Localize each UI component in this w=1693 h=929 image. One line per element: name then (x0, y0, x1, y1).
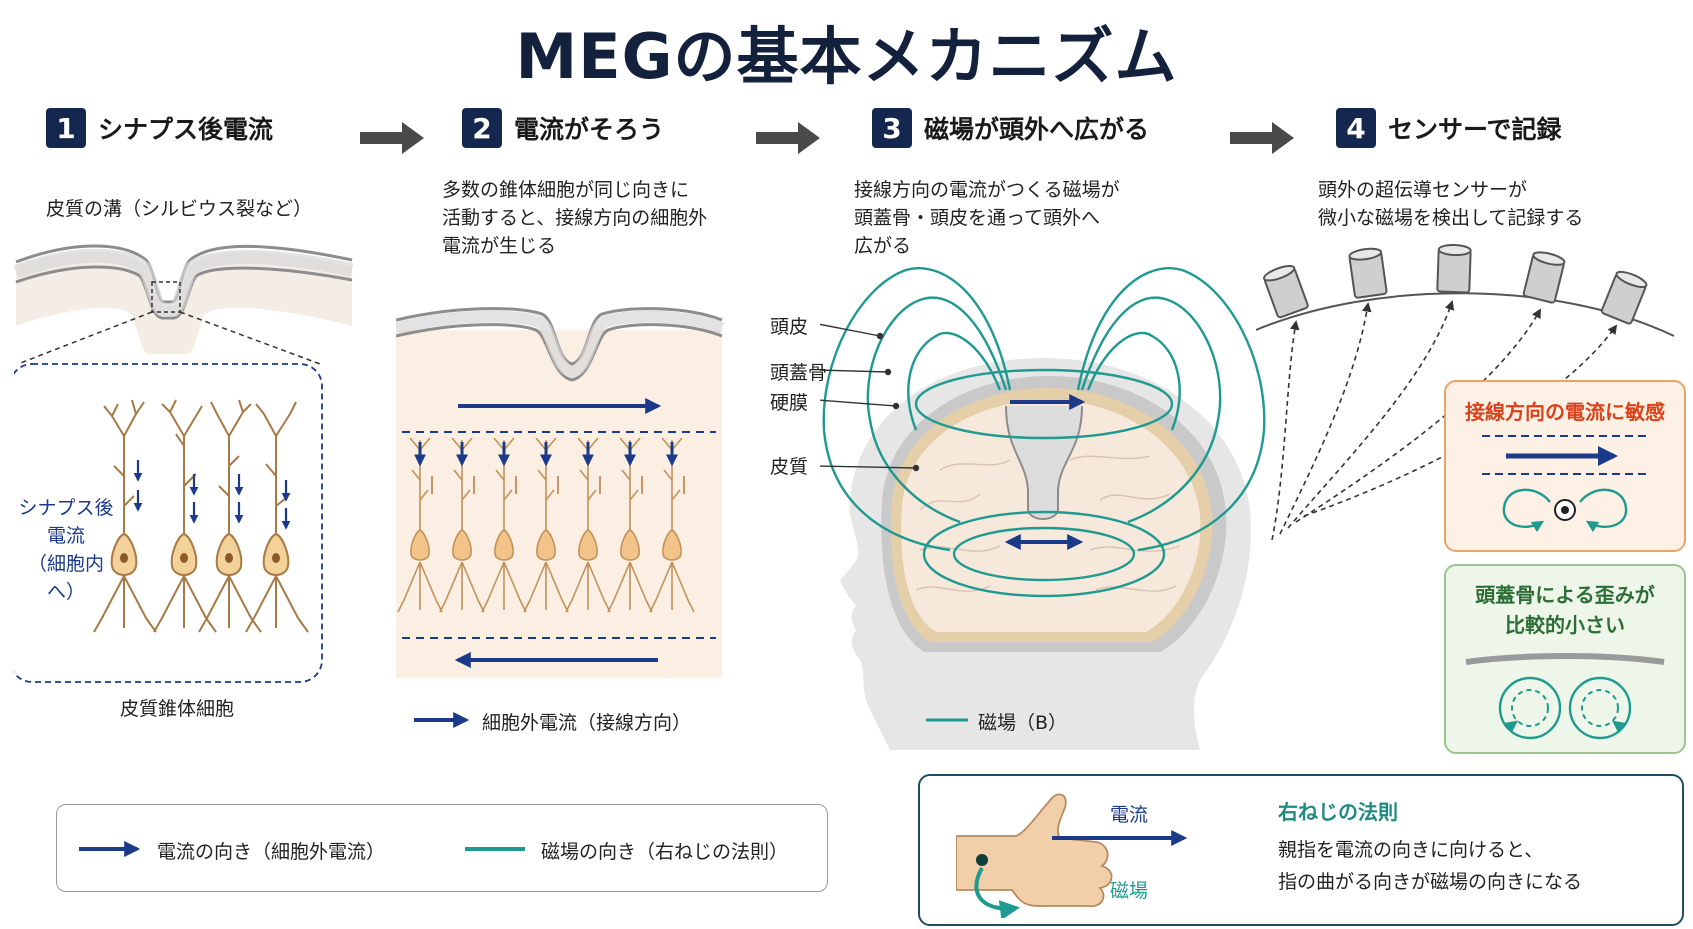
step-3-description: 接線方向の電流がつくる磁場が 頭蓋骨・頭皮を通って頭外へ 広がる (854, 176, 1120, 260)
pyramidal-neuron (607, 437, 653, 613)
bottom-legend: 電流の向き（細胞外電流） 磁場の向き（右ねじの法則） (56, 804, 828, 892)
step-4-badge: 4 (1336, 108, 1376, 148)
hand-illustration (956, 793, 1188, 918)
step-2-diagram (396, 307, 725, 678)
step-1-inset-label: シナプス後 電流 （細胞内へ） (16, 494, 116, 606)
right-hand-rule-box: 電流 磁場 右ねじの法則 親指を電流の向きに向けると、 指の曲がる向きが磁場の向… (918, 774, 1684, 926)
step-3-title: 磁場が頭外へ広がる (924, 115, 1150, 144)
step-2-description: 多数の錐体細胞が同じ向きに 活動すると、接線方向の細胞外 電流が生じる (442, 176, 707, 260)
step-2-title: 電流がそろう (514, 115, 665, 144)
rule-description: 親指を電流の向きに向けると、 指の曲がる向きが磁場の向きになる (1278, 834, 1582, 898)
legend-current-arrow (79, 841, 141, 857)
step-2-badge: 2 (462, 108, 502, 148)
step-3-legend-label: 磁場（B） (978, 712, 1068, 734)
rule-field-label: 磁場 (1110, 880, 1149, 902)
step-1-caption: 皮質錐体細胞 (120, 698, 235, 720)
inset-label-line-2: 電流 (46, 525, 85, 547)
layer-label-skull: 頭蓋骨 (770, 362, 828, 384)
page-title: MEGの基本メカニズム (515, 20, 1178, 93)
sensitivity-box-illustration (1482, 435, 1646, 533)
sensor-array (1256, 243, 1675, 541)
step-arrow-3 (1230, 122, 1294, 154)
layer-label-dura: 硬膜 (770, 392, 809, 414)
step-4-header: 4 センサーで記録 (1336, 108, 1562, 148)
step-1-diagram (14, 244, 354, 683)
step-3-head-diagram (820, 267, 1266, 750)
step-2-desc-line-2: 活動すると、接線方向の細胞外 (442, 207, 708, 229)
pyramidal-neuron (439, 437, 485, 613)
step-4-desc-line-1: 頭外の超伝導センサーが (1318, 179, 1528, 201)
step-2-desc-line-3: 電流が生じる (442, 235, 557, 257)
step-2-desc-line-1: 多数の錐体細胞が同じ向きに (442, 179, 690, 201)
step-3-badge: 3 (872, 108, 912, 148)
step-1-badge: 1 (46, 108, 86, 148)
layer-label-cortex: 皮質 (770, 456, 809, 478)
step-3-header: 3 磁場が頭外へ広がる (872, 108, 1149, 148)
skull-box-line-2: 比較的小さい (1505, 613, 1625, 637)
step-1-subtitle: 皮質の溝（シルビウス裂など） (46, 198, 313, 220)
skull-distortion-box: 頭蓋骨による歪みが 比較的小さい (1444, 564, 1686, 754)
layer-label-scalp: 頭皮 (770, 316, 809, 338)
skull-distortion-box-title: 頭蓋骨による歪みが 比較的小さい (1446, 580, 1684, 640)
step-2-legend-label: 細胞外電流（接線方向） (482, 712, 692, 734)
step-3-desc-line-3: 広がる (854, 235, 912, 257)
rule-line-2: 指の曲がる向きが磁場の向きになる (1278, 871, 1583, 893)
step-2-legend-arrow (414, 712, 470, 728)
rule-title: 右ねじの法則 (1278, 800, 1398, 824)
legend-field-label: 磁場の向き（右ねじの法則） (541, 841, 789, 863)
step-4-title: センサーで記録 (1388, 115, 1562, 144)
skull-box-line-1: 頭蓋骨による歪みが (1475, 583, 1655, 607)
pyramidal-neuron (481, 437, 527, 613)
pyramidal-neuron (523, 437, 569, 613)
step-2-header: 2 電流がそろう (462, 108, 664, 148)
inset-label-line-3: （細胞内へ） (27, 553, 104, 603)
step-4-description: 頭外の超伝導センサーが 微小な磁場を検出して記録する (1318, 176, 1583, 232)
step-4-desc-line-2: 微小な磁場を検出して記録する (1318, 207, 1584, 229)
step-3-desc-line-2: 頭蓋骨・頭皮を通って頭外へ (854, 207, 1101, 229)
step-3-legend-line (926, 718, 968, 722)
step-arrow-2 (756, 122, 820, 154)
skull-distortion-illustration (1465, 653, 1665, 740)
pyramidal-neuron (397, 437, 443, 613)
legend-current-label: 電流の向き（細胞外電流） (157, 841, 386, 863)
inset-label-line-1: シナプス後 (18, 497, 114, 519)
pyramidal-neuron (649, 437, 695, 613)
pyramidal-neuron (565, 437, 611, 613)
sensitivity-box: 接線方向の電流に敏感 (1444, 380, 1686, 552)
step-arrow-1 (360, 122, 424, 154)
step-1-title: シナプス後電流 (98, 115, 274, 144)
step-1-header: 1 シナプス後電流 (46, 108, 273, 148)
sensitivity-box-title: 接線方向の電流に敏感 (1465, 400, 1665, 424)
step-3-desc-line-1: 接線方向の電流がつくる磁場が (854, 179, 1120, 201)
legend-field-line (465, 847, 525, 851)
rule-current-label: 電流 (1110, 804, 1149, 826)
rule-line-1: 親指を電流の向きに向けると、 (1278, 839, 1544, 861)
